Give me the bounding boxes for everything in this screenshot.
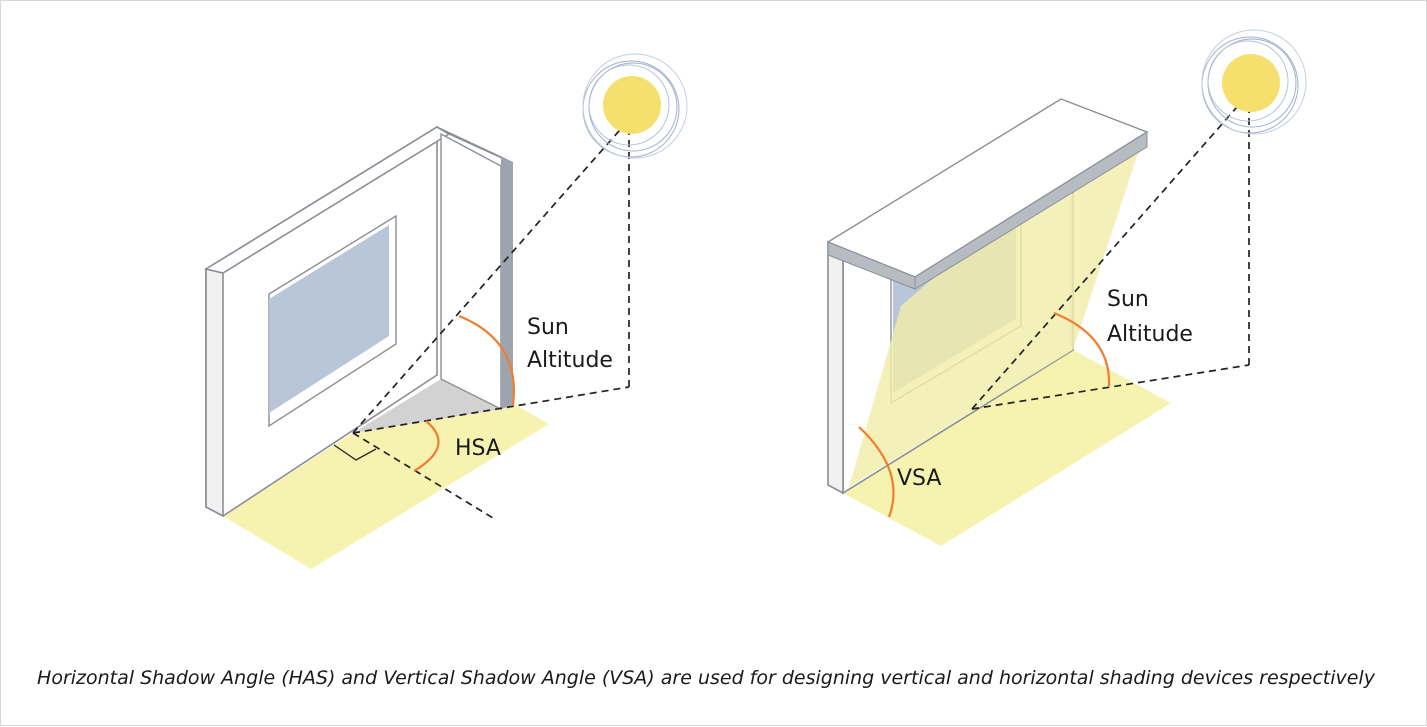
hsa-diagram: Sun Altitude HSA <box>203 53 688 569</box>
vsa-sun-altitude-label-1: Sun <box>1107 287 1149 312</box>
wall-with-window <box>203 125 451 518</box>
vsa-construction-lines <box>971 98 1250 410</box>
vsa-sun-altitude-label-2: Altitude <box>1107 322 1193 347</box>
vsa-ground-shadow <box>843 350 1171 546</box>
hsa-sun-icon <box>582 53 688 159</box>
vsa-diagram: Sun Altitude VSA <box>826 29 1307 546</box>
vsa-label: VSA <box>897 466 941 491</box>
fin-shadow-wedge <box>353 379 501 433</box>
figure-caption: Horizontal Shadow Angle (HAS) and Vertic… <box>37 667 1375 689</box>
hsa-ground-shadow <box>223 373 549 569</box>
right-angle-marker <box>333 444 377 461</box>
vsa-angle-arc <box>858 426 895 518</box>
hsa-sun-altitude-label-1: Sun <box>527 315 569 340</box>
hsa-label: HSA <box>455 436 501 461</box>
vertical-fin <box>436 126 514 411</box>
vsa-sun-icon <box>1201 29 1307 135</box>
window-glass <box>269 225 389 413</box>
horizontal-overhang <box>826 98 1149 290</box>
vsa-wall-shadow <box>849 153 1138 487</box>
hsa-construction-lines <box>352 122 630 519</box>
hsa-angle-arc <box>413 420 440 472</box>
vsa-sun-altitude-arc <box>1053 311 1111 387</box>
hsa-sun-altitude-label-2: Altitude <box>527 348 613 373</box>
hsa-sun-altitude-arc <box>458 314 515 406</box>
